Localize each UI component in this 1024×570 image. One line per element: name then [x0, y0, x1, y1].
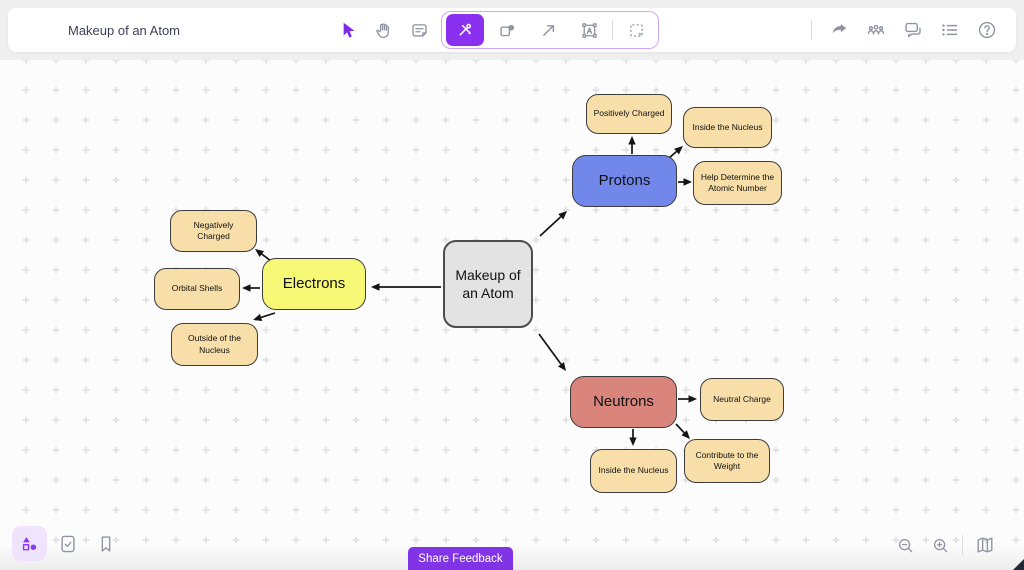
sticky-note-tool-button[interactable] [402, 13, 436, 47]
topbar-right-actions [811, 8, 1002, 52]
list-icon [942, 24, 958, 36]
help-icon [978, 21, 996, 39]
diagram-node-negatively-charged[interactable]: Negatively Charged [170, 210, 257, 252]
diagram-node-neutrons[interactable]: Neutrons [570, 376, 677, 428]
bookmark-icon [101, 535, 110, 552]
connector-tool-button[interactable] [530, 14, 566, 46]
zoom-out-icon [898, 538, 912, 552]
topbar-divider [811, 20, 812, 40]
share-button[interactable] [824, 15, 854, 45]
edge-neutrons-to-neutral-charge [678, 395, 697, 403]
shapes-panel-button[interactable] [12, 526, 47, 561]
edge-protons-to-inside-the-nucleus-protons [668, 146, 683, 159]
shapes-panel-icon [22, 536, 36, 550]
diagram-node-outside-of-the-nucleus[interactable]: Outside of the Nucleus [171, 323, 258, 366]
share-icon [832, 23, 847, 34]
edge-makeup-of-an-atom-to-protons [539, 211, 567, 237]
marquee-select-tool-button[interactable] [618, 14, 654, 46]
bottom-left-dock [12, 526, 123, 561]
toolbox-icon [459, 23, 472, 36]
diagram-node-neutral-charge[interactable]: Neutral Charge [700, 378, 784, 421]
diagram-node-contribute-to-the-weight[interactable]: Contribute to the Weight [684, 439, 770, 483]
marquee-select-icon [629, 23, 643, 37]
toolbox-tool-button[interactable] [446, 14, 484, 46]
diagram-node-electrons[interactable]: Electrons [262, 258, 366, 310]
help-button[interactable] [972, 15, 1002, 45]
diagram-node-makeup-of-an-atom[interactable]: Makeup of an Atom [443, 240, 533, 328]
bottom-right-divider [962, 535, 963, 555]
comments-button[interactable] [898, 15, 928, 45]
cluster-divider [612, 20, 613, 40]
diagram-node-inside-the-nucleus-protons[interactable]: Inside the Nucleus [683, 107, 772, 148]
top-toolbar: Makeup of an Atom [8, 8, 1016, 52]
diagram-node-orbital-shells[interactable]: Orbital Shells [154, 268, 240, 310]
share-feedback-button[interactable]: Share Feedback [408, 547, 513, 570]
comments-icon [905, 22, 921, 38]
document-title[interactable]: Makeup of an Atom [68, 22, 181, 38]
diagram-node-positively-charged[interactable]: Positively Charged [586, 94, 672, 134]
zoom-in-icon [933, 538, 947, 552]
bookmark-button[interactable] [88, 526, 123, 561]
edge-electrons-to-outside-of-the-nucleus [253, 312, 276, 321]
edge-electrons-to-orbital-shells [242, 284, 260, 292]
checklist-doc-icon [60, 535, 75, 552]
edge-makeup-of-an-atom-to-electrons [371, 283, 441, 291]
zoom-out-button[interactable] [892, 532, 918, 558]
minimap-icon [977, 537, 993, 553]
shapes-tool-button[interactable] [489, 14, 525, 46]
list-button[interactable] [935, 15, 965, 45]
zoom-in-button[interactable] [927, 532, 953, 558]
cursor-icon [343, 22, 354, 37]
edge-makeup-of-an-atom-to-neutrons [538, 333, 566, 371]
edge-neutrons-to-inside-the-nucleus-neutrons [629, 429, 637, 446]
checklist-doc-button[interactable] [50, 526, 85, 561]
edge-neutrons-to-contribute-to-the-weight [675, 423, 690, 439]
arrow-icon [542, 24, 554, 36]
hand-icon [375, 22, 389, 38]
text-frame-tool-button[interactable] [571, 14, 607, 46]
collaborators-icon [867, 24, 885, 35]
shape-tools-cluster [441, 11, 659, 49]
pan-tool-button[interactable] [366, 13, 400, 47]
minimap-button[interactable] [972, 532, 998, 558]
sticky-note-icon [411, 23, 427, 37]
tool-group [330, 8, 659, 52]
shapes-icon [499, 24, 514, 36]
diagram-node-inside-the-nucleus-neutrons[interactable]: Inside the Nucleus [590, 449, 677, 493]
edge-protons-to-help-determine-the-atomic-number [678, 178, 692, 186]
select-tool-button[interactable] [330, 13, 364, 47]
diagram-node-help-determine-the-atomic-number[interactable]: Help Determine the Atomic Number [693, 161, 782, 205]
collaborators-button[interactable] [861, 15, 891, 45]
cursor-artifact [1013, 559, 1024, 570]
bottom-right-dock [892, 532, 998, 558]
text-frame-icon [581, 22, 597, 38]
edge-protons-to-positively-charged [628, 136, 636, 154]
diagram-node-protons[interactable]: Protons [572, 155, 677, 207]
